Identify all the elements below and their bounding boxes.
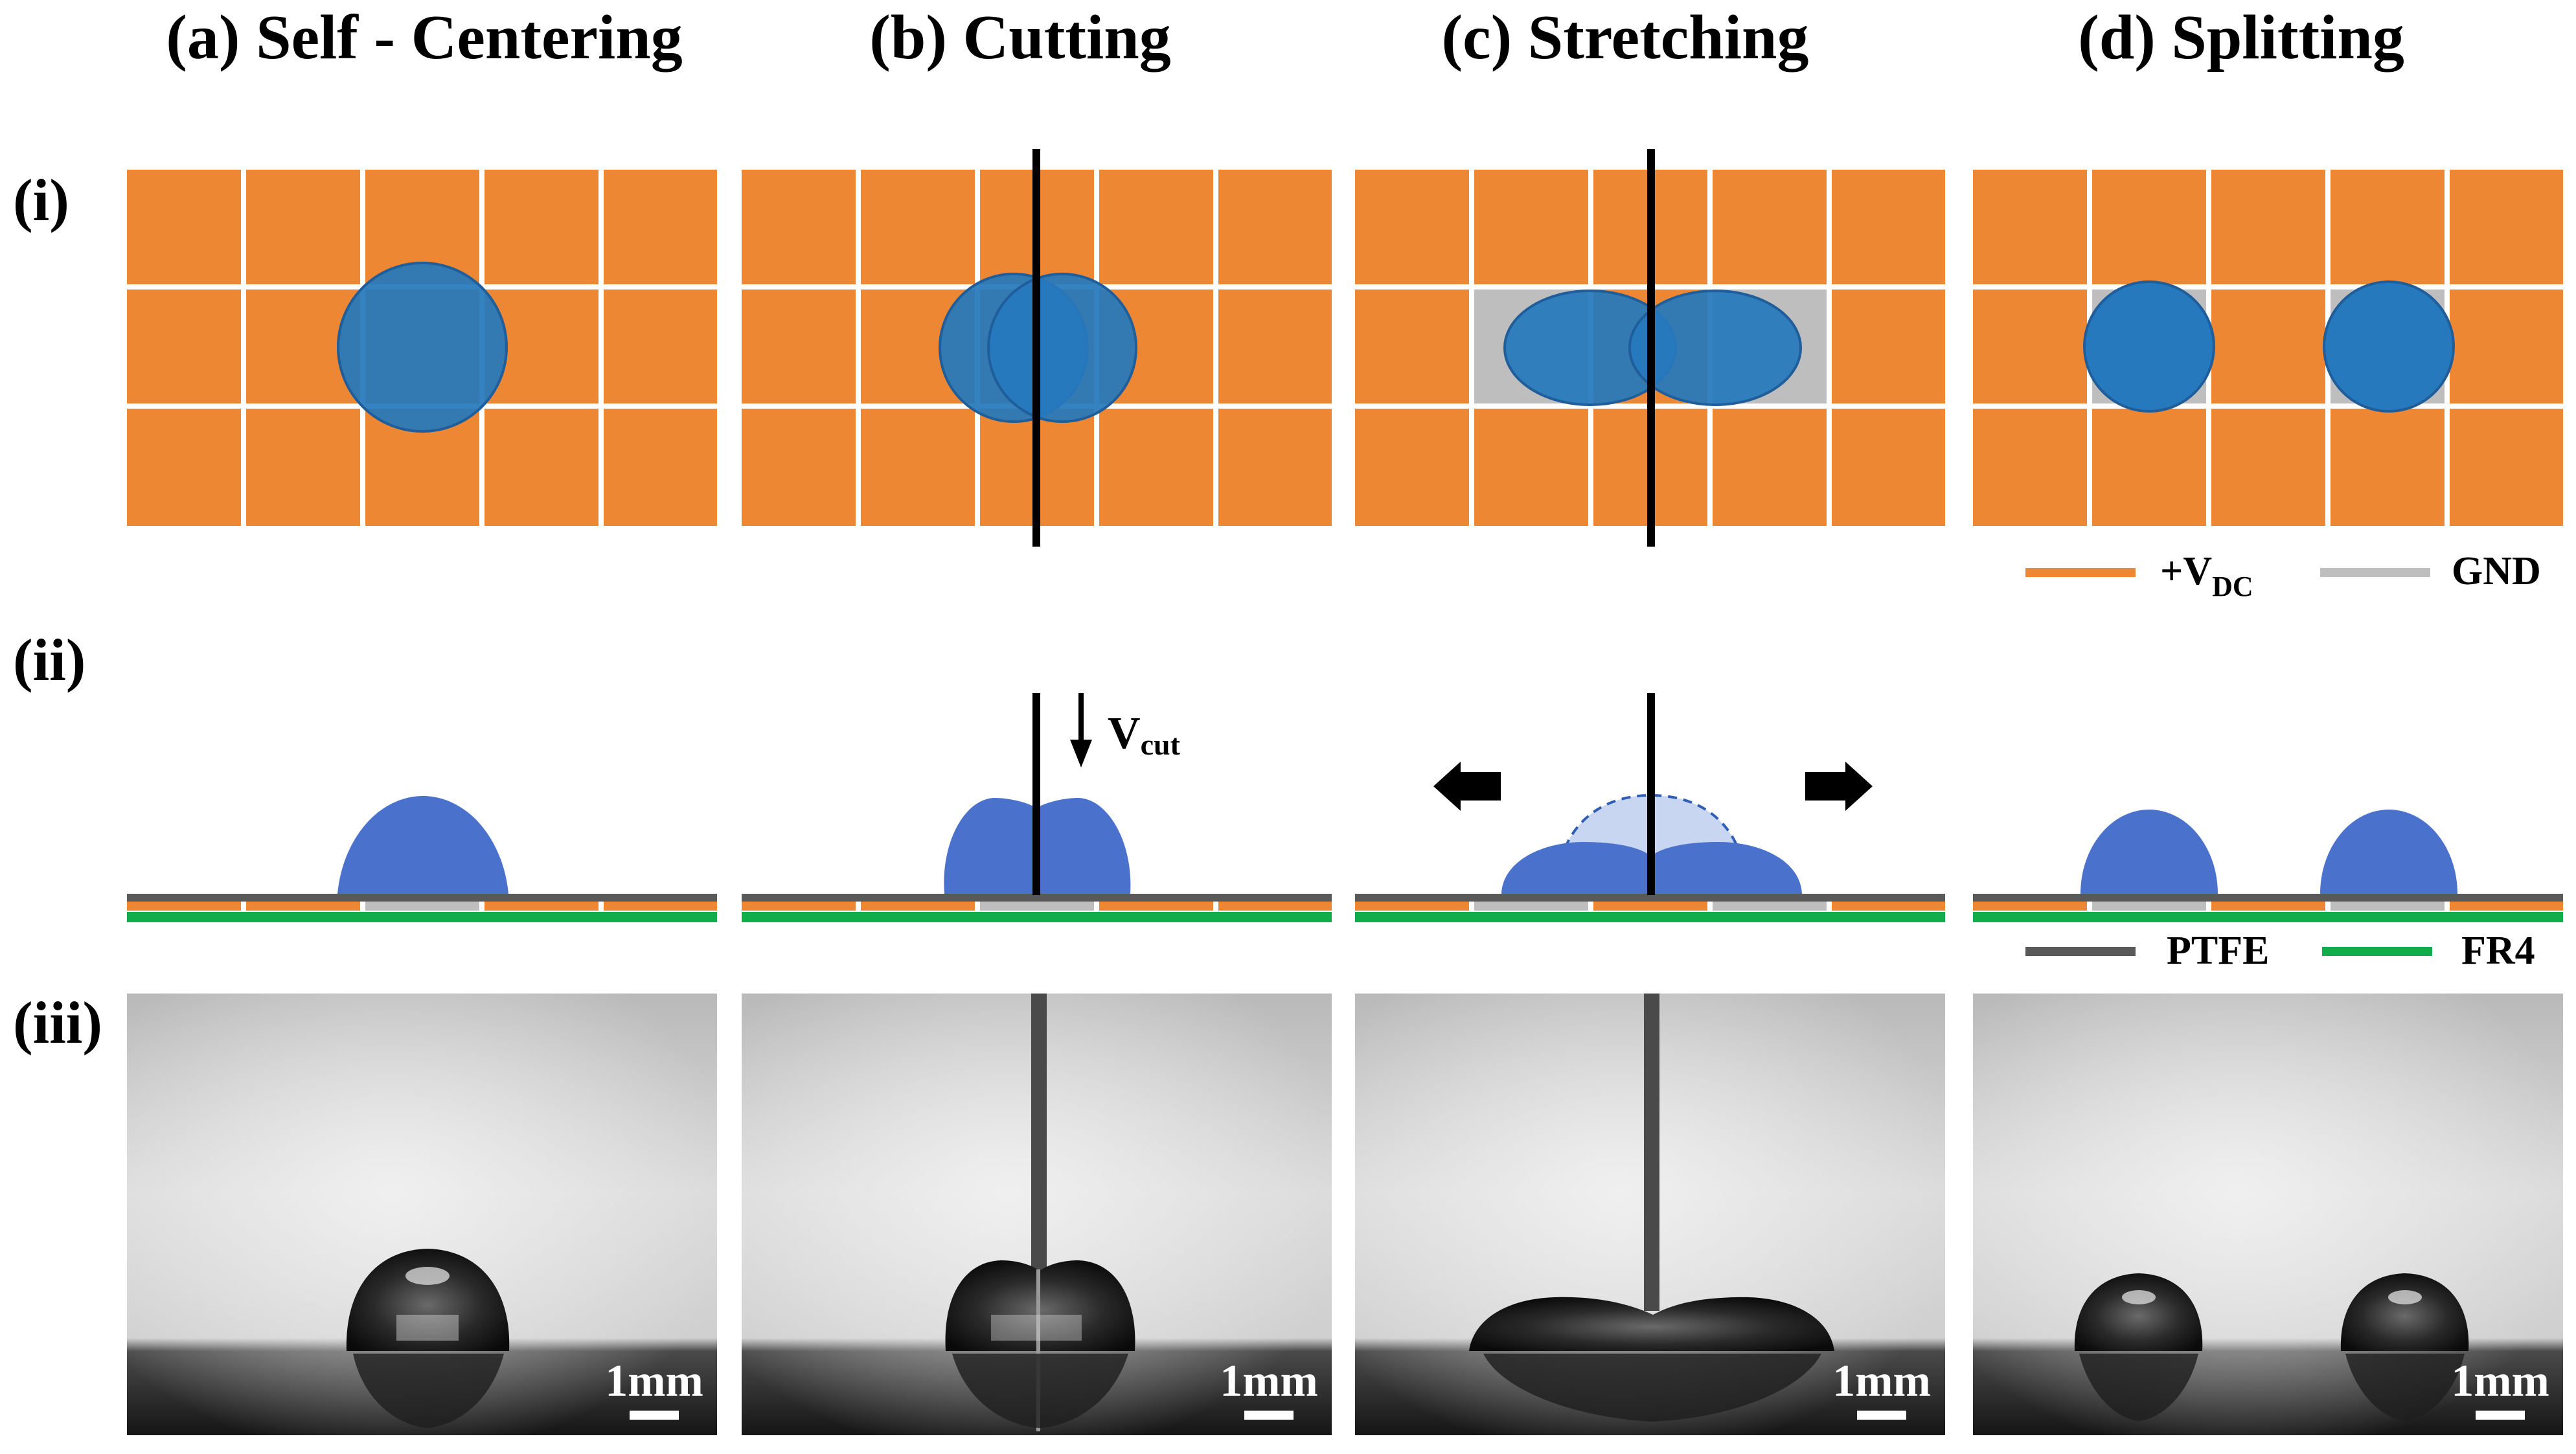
scale-bar <box>1857 1411 1906 1420</box>
row-label-i: (i) <box>13 167 69 233</box>
scale-bar-label: 1mm <box>605 1356 703 1406</box>
cutting-blade <box>1644 994 1659 1311</box>
droplet-left <box>2080 810 2218 894</box>
photo-a: 1mm <box>127 994 717 1435</box>
legend-fr4-label: FR4 <box>2461 929 2535 973</box>
grid-panel-d <box>1973 170 2563 526</box>
side-view-b: Vcut <box>742 693 1332 922</box>
cutting-blade <box>1647 693 1655 895</box>
legend-swatch-gnd <box>2320 568 2430 577</box>
cutting-blade <box>1032 693 1040 895</box>
cutting-blade <box>1032 149 1040 547</box>
stretch-left-arrow <box>1433 762 1501 811</box>
legend-gnd-label: GND <box>2452 549 2541 593</box>
scale-bar-label: 1mm <box>2451 1356 2549 1406</box>
cut-direction-arrow <box>1070 693 1092 767</box>
grid-panel-c <box>1355 149 1945 547</box>
cutting-blade <box>1031 994 1047 1285</box>
legend-swatch-fr4 <box>2322 947 2432 956</box>
layer-legend: PTFE FR4 <box>2025 929 2535 973</box>
column-title-a: (a) Self - Centering <box>166 3 682 73</box>
scale-bar <box>2476 1411 2525 1420</box>
row-label-iii: (iii) <box>13 990 102 1056</box>
photo-c: 1mm <box>1355 994 1945 1435</box>
droplet-left <box>2083 280 2215 413</box>
droplet-right <box>1628 290 1802 406</box>
droplet <box>337 262 508 433</box>
legend-vdc-label: +VDC <box>2160 549 2253 602</box>
scale-bar-label: 1mm <box>1220 1356 1318 1406</box>
stretch-right-arrow <box>1805 762 1873 811</box>
side-view-c <box>1355 693 1945 922</box>
droplet-right <box>2320 810 2457 894</box>
scale-bar <box>1244 1411 1294 1420</box>
side-view-d <box>1973 810 2563 922</box>
droplet-right <box>987 273 1137 423</box>
scale-bar-label: 1mm <box>1832 1356 1931 1406</box>
legend-swatch-vdc <box>2025 568 2136 577</box>
photo-d: 1mm <box>1973 994 2563 1435</box>
legend-ptfe-label: PTFE <box>2167 929 2269 973</box>
column-title-d: (d) Splitting <box>2078 3 2404 73</box>
electrode-legend: +VDC GND <box>2025 549 2541 602</box>
droplet-right <box>2323 280 2455 413</box>
column-title-b: (b) Cutting <box>869 3 1171 73</box>
side-view-a <box>127 796 717 922</box>
cutting-blade <box>1647 149 1655 547</box>
grid-panel-a <box>127 170 717 526</box>
droplet <box>337 796 508 894</box>
row-label-ii: (ii) <box>13 627 85 693</box>
grid-panel-b <box>742 149 1332 547</box>
scale-bar <box>630 1411 679 1420</box>
cut-velocity-label: Vcut <box>1108 709 1181 761</box>
column-title-c: (c) Stretching <box>1442 3 1809 73</box>
photo-b: 1mm <box>742 994 1332 1435</box>
legend-swatch-ptfe <box>2025 947 2136 956</box>
